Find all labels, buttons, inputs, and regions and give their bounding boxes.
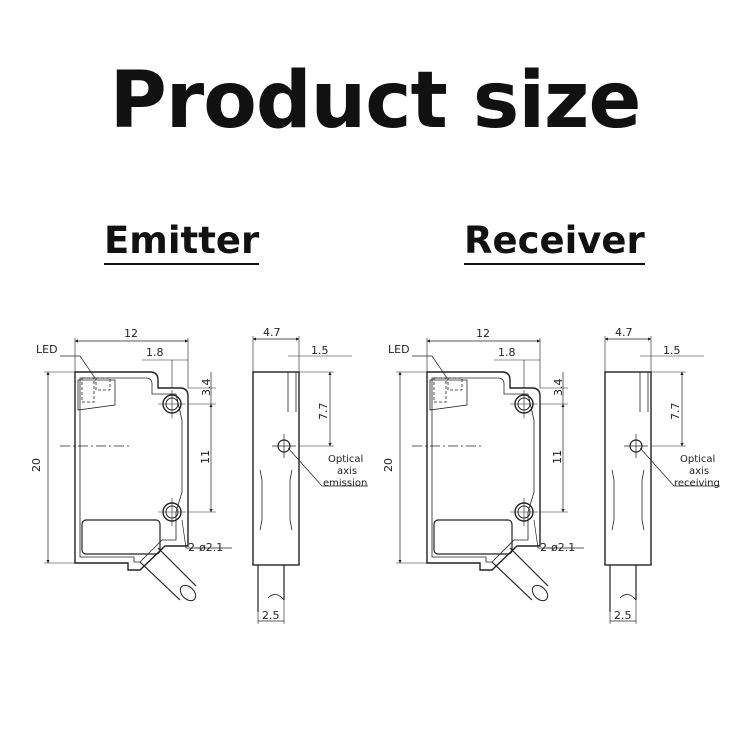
axis-text-line2: axis xyxy=(337,466,357,477)
dim-offset-label: 1.8 xyxy=(146,346,164,359)
dim-height-label: 20 xyxy=(382,458,395,472)
dim-spacing-label: 11 xyxy=(199,450,212,464)
dim-lens-label: 1.5 xyxy=(663,344,681,357)
dim-width-label: 12 xyxy=(476,327,490,340)
axis-text-line1: Optical xyxy=(328,454,363,465)
dim-offset-label: 1.8 xyxy=(498,346,516,359)
axis-text-line1: Optical xyxy=(680,454,715,465)
dim-top-label: 3.4 xyxy=(200,379,213,397)
receiver-labels: LED 12 1.8 3.4 20 11 2-ø2.1 4.7 1.5 7.7 … xyxy=(382,326,720,622)
page-title: Product size xyxy=(109,56,642,146)
led-label: LED xyxy=(388,343,410,356)
receiver-drawing xyxy=(396,336,720,624)
dim-cable-label: 2.5 xyxy=(262,609,280,622)
hole-label: 2-ø2.1 xyxy=(540,541,575,554)
hole-label: 2-ø2.1 xyxy=(188,541,223,554)
dim-height-label: 20 xyxy=(30,458,43,472)
emitter-heading: Emitter xyxy=(104,222,260,265)
dim-depth-label: 4.7 xyxy=(615,326,633,339)
emitter-front-view xyxy=(44,338,232,602)
emitter-side-view xyxy=(252,336,368,624)
dim-top-label: 3.4 xyxy=(552,379,565,397)
emitter-drawing xyxy=(44,336,368,624)
axis-text-line3: receiving xyxy=(674,478,720,489)
led-label: LED xyxy=(36,343,58,356)
emitter-labels: LED 12 1.8 3.4 20 11 2-ø2.1 4.7 1.5 7.7 … xyxy=(30,326,367,622)
dim-spacing-label: 11 xyxy=(551,450,564,464)
dim-depth-label: 4.7 xyxy=(263,326,281,339)
receiver-heading: Receiver xyxy=(464,222,645,265)
dim-axis-label: 7.7 xyxy=(669,403,682,421)
axis-text-line3: emission xyxy=(323,478,367,489)
axis-text-line2: axis xyxy=(689,466,709,477)
receiver-front-view xyxy=(396,338,584,602)
dim-lens-label: 1.5 xyxy=(311,344,329,357)
dim-cable-label: 2.5 xyxy=(614,609,632,622)
dim-axis-label: 7.7 xyxy=(317,403,330,421)
receiver-side-view xyxy=(604,336,720,624)
dim-width-label: 12 xyxy=(124,327,138,340)
